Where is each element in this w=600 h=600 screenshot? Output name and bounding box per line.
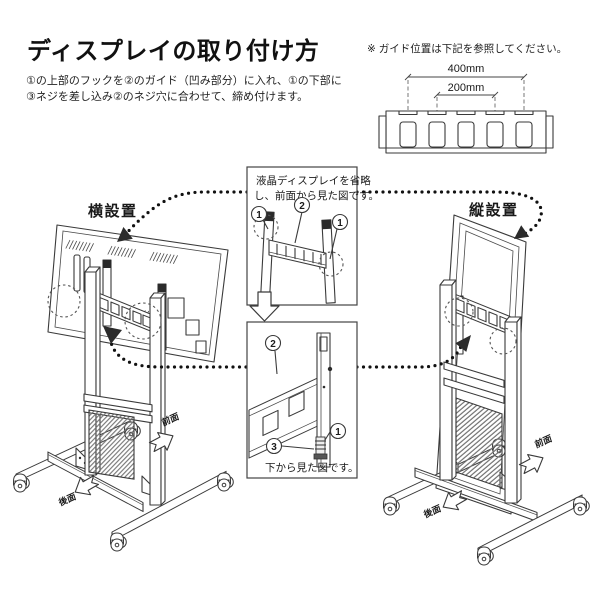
- dim-tick: [433, 91, 441, 99]
- connector-recess: [167, 297, 185, 319]
- guide-bar-slots: [399, 121, 533, 148]
- bracket-bottom-view: [316, 332, 331, 468]
- callout-circle: [250, 205, 268, 223]
- screw-dot: [322, 385, 326, 389]
- bottom-view-caption: 下から見た図です。: [265, 462, 358, 474]
- hook-highlight-circle: [253, 214, 279, 240]
- dim-tick: [491, 91, 499, 99]
- callout-leader: [329, 228, 338, 260]
- arrowhead: [103, 326, 122, 344]
- shelf-rungs: [83, 393, 153, 424]
- vent-mesh-panel: [88, 409, 135, 480]
- connector-recess: [195, 340, 207, 354]
- caster-wheel: [573, 496, 590, 516]
- hook-highlight-circle: [318, 251, 344, 277]
- bracket-hook: [158, 284, 166, 292]
- callout-number-hook-right: 1: [337, 218, 343, 229]
- dotted-connector-bottom-left: [109, 334, 248, 369]
- display-slot: [73, 254, 81, 292]
- knob: [327, 366, 333, 372]
- callout-leader: [274, 350, 278, 375]
- guide-bar-notches: [398, 110, 534, 116]
- rear-label: 後面: [422, 502, 442, 520]
- callout-number-guide: 2: [299, 201, 305, 212]
- instruction-text: ①の上部のフックを②のガイド（凹み部分）に入れ、①の下部に ③ネジを差し込み②の…: [26, 74, 342, 105]
- display-bezel-line: [54, 230, 222, 356]
- shelf-rungs: [443, 377, 505, 404]
- caster-wheel: [110, 532, 127, 552]
- bracket-hook: [103, 260, 111, 268]
- hook-highlight-circle: [124, 302, 162, 340]
- hook-highlight-circle: [489, 327, 517, 355]
- arrowhead: [514, 225, 530, 239]
- guide-bar-end-tab: [378, 115, 387, 149]
- caster-wheel: [217, 472, 234, 492]
- outer-dimension-label: 400mm: [448, 63, 485, 75]
- callout-leader: [262, 219, 269, 230]
- base-crossbar: [414, 467, 538, 522]
- dotted-connector-top-right: [355, 190, 543, 236]
- step-down-arrow: [249, 291, 280, 322]
- mount-bracket-left: [102, 259, 112, 327]
- dotted-connector-bottom-right: [355, 340, 465, 369]
- guide-bar-front-view: [268, 239, 327, 269]
- inner-dimension-label: 200mm: [448, 82, 485, 94]
- callout-circle: [265, 437, 283, 455]
- connector-recess: [185, 319, 200, 336]
- instruction-line-2: ③ネジを差し込み②のネジ穴に合わせて、締め付けます。: [26, 90, 309, 103]
- screw: [313, 436, 328, 460]
- hook-highlight-circle: [444, 297, 474, 327]
- inset-bottom-view: 2 1 3 下から見た図です。: [246, 321, 358, 479]
- inset-front-view: 液晶ディスプレイを省略 し、前面から見た図です。 1 2 1: [246, 166, 379, 306]
- guide-position-diagram: 400mm 200mm: [378, 63, 554, 154]
- dotted-connector-top-left: [124, 190, 249, 236]
- front-view-caption-line2: し、前面から見た図です。: [254, 189, 379, 202]
- callout-circle: [293, 196, 311, 214]
- rear-label: 後面: [57, 490, 77, 508]
- connector-arrows: [103, 190, 543, 369]
- guide-bar-end-tab: [545, 115, 554, 149]
- callout-number-bracket: 1: [335, 427, 341, 438]
- landscape-stand-label: 横設置: [88, 202, 138, 220]
- callout-leader: [281, 445, 315, 450]
- hook-highlight-circle: [47, 284, 81, 318]
- vent-mesh-panel: [455, 397, 503, 489]
- stand-pillar-right: [504, 316, 522, 504]
- front-view-caption-line1: 液晶ディスプレイを省略: [256, 174, 371, 187]
- guide-bar: [385, 110, 547, 154]
- guide-bar-bottom-view: [248, 374, 324, 459]
- landscape-stand-illustration: 横設置: [13, 202, 234, 552]
- front-label: 前面: [533, 432, 553, 450]
- bracket-hook-slot: [319, 336, 328, 352]
- callout-circle: [329, 422, 347, 440]
- callout-leader: [294, 211, 303, 244]
- front-direction-arrow: [516, 448, 549, 479]
- shelf-rungs: [443, 361, 505, 388]
- callout-number-screw: 3: [271, 442, 277, 453]
- portrait-stand-label: 縦設置: [469, 201, 519, 219]
- screw-dot: [78, 456, 82, 460]
- stand-pillar-right: [149, 292, 166, 506]
- arrowhead: [117, 227, 133, 242]
- page-title: ディスプレイの取り付け方: [27, 38, 320, 65]
- portrait-stand-illustration: 縦設置: [383, 201, 590, 566]
- dim-tick: [404, 73, 412, 81]
- callout-leader: [324, 431, 331, 441]
- callout-circle: [331, 213, 349, 231]
- arrowhead: [455, 335, 471, 352]
- dim-tick: [520, 73, 528, 81]
- callout-number-hook-left: 1: [256, 210, 262, 221]
- base-rail-front: [111, 470, 227, 542]
- instruction-line-1: ①の上部のフックを②のガイド（凹み部分）に入れ、①の下部に: [26, 75, 342, 87]
- callout-number-guide: 2: [270, 339, 276, 350]
- guide-note: ※ ガイド位置は下記を参照してください。: [367, 43, 568, 55]
- callout-circle: [264, 334, 282, 352]
